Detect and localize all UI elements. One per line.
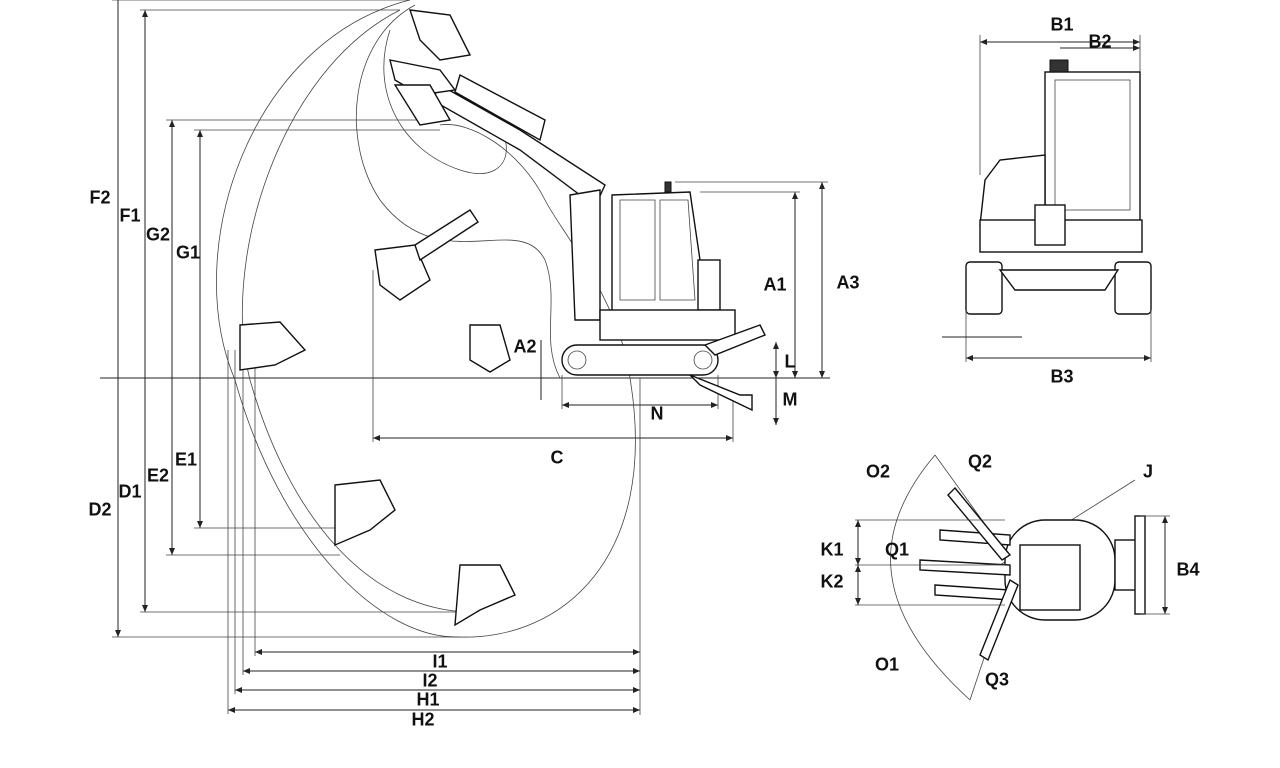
label-B2: B2 <box>1088 31 1112 52</box>
excavator-arm <box>239 9 606 627</box>
label-G2: G2 <box>145 224 171 245</box>
label-G1: G1 <box>175 242 201 263</box>
label-F1: F1 <box>119 205 141 226</box>
vertical-dimension-lines <box>112 0 470 638</box>
label-B4: B4 <box>1176 559 1200 580</box>
label-Q1: Q1 <box>884 539 910 560</box>
label-H2: H2 <box>411 709 435 730</box>
label-O1: O1 <box>874 654 900 675</box>
label-N: N <box>650 403 664 424</box>
label-B3: B3 <box>1050 366 1074 387</box>
horizontal-dimension-lines <box>227 181 828 715</box>
label-J: J <box>1142 461 1154 482</box>
label-A3: A3 <box>836 272 860 293</box>
label-A2: A2 <box>513 336 537 357</box>
label-O2: O2 <box>865 461 891 482</box>
excavator-body <box>561 181 766 412</box>
label-K1: K1 <box>820 539 844 560</box>
label-K2: K2 <box>820 571 844 592</box>
label-C: C <box>550 447 564 468</box>
label-M: M <box>782 389 798 410</box>
label-L: L <box>784 351 796 372</box>
label-D2: D2 <box>88 499 112 520</box>
label-E2: E2 <box>146 465 170 486</box>
top-view <box>855 454 1170 701</box>
label-D1: D1 <box>118 481 142 502</box>
label-H1: H1 <box>416 689 440 710</box>
label-F2: F2 <box>89 187 111 208</box>
label-I2: I2 <box>422 670 438 691</box>
label-A1: A1 <box>763 274 787 295</box>
front-view <box>942 35 1152 362</box>
label-I1: I1 <box>432 651 448 672</box>
label-Q2: Q2 <box>967 451 993 472</box>
label-E1: E1 <box>174 449 198 470</box>
label-B1: B1 <box>1050 14 1074 35</box>
label-Q3: Q3 <box>984 669 1010 690</box>
